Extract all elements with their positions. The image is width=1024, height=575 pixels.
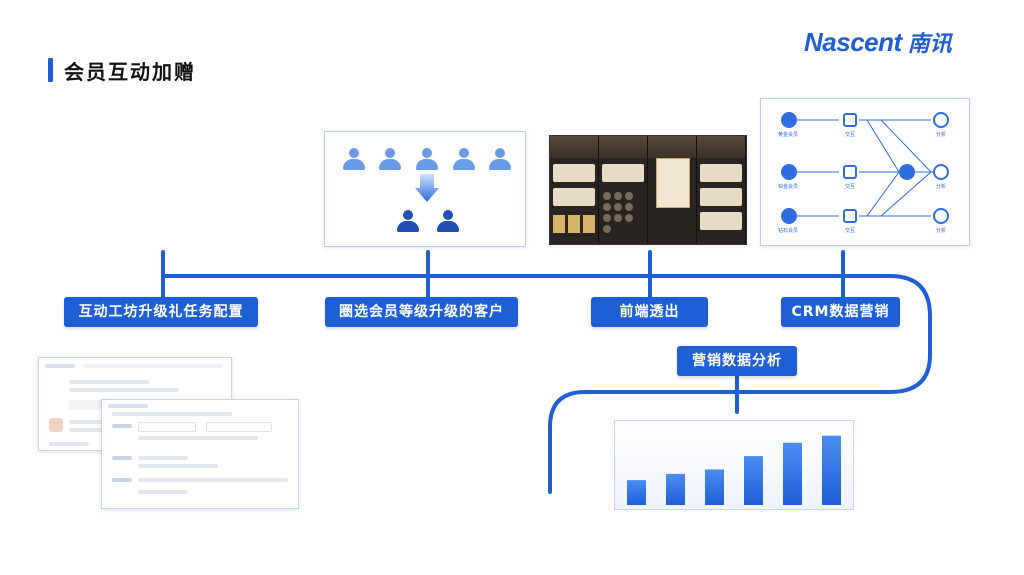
crm-result-label: 分析 <box>936 132 947 138</box>
bar-6 <box>822 435 841 505</box>
member-group-icon <box>781 112 797 128</box>
member-icon <box>487 148 513 170</box>
member-icon <box>377 148 403 170</box>
page-title: 会员互动加赠 <box>64 60 196 84</box>
crm-action-label: 交互 <box>845 132 856 138</box>
crm-member-label: 黄金会员 <box>778 132 799 138</box>
bar-4 <box>744 456 763 505</box>
bar-chart-svg <box>627 435 841 505</box>
crm-member-label: 钻石会员 <box>778 228 799 234</box>
bar-3 <box>705 469 724 505</box>
nascent-logo: Nascent 南讯 <box>804 26 952 57</box>
crm-diagram-panel: 黄金会员 铂金会员 钻石会员 交互 交互 交互 分析 分析 分析 <box>760 98 970 246</box>
logo-text-en: Nascent <box>804 27 902 57</box>
step-label-frontend: 前端透出 <box>591 297 708 327</box>
title-accent-bar <box>48 58 53 82</box>
interaction-icon <box>843 165 857 179</box>
hub-icon <box>899 164 915 180</box>
step-label-crm-marketing: CRM数据营销 <box>781 297 900 327</box>
interaction-icon <box>843 209 857 223</box>
step-label-select-members: 圈选会员等级升级的客户 <box>325 297 518 327</box>
selected-member-icon <box>435 210 461 232</box>
config-screenshot-front <box>101 399 299 509</box>
crm-action-label: 交互 <box>845 228 856 234</box>
analysis-icon <box>933 164 949 180</box>
analysis-icon <box>933 112 949 128</box>
frontend-screens-panel <box>549 135 747 245</box>
crm-result-label: 分析 <box>936 228 947 234</box>
analysis-icon <box>933 208 949 224</box>
bar-5 <box>783 442 802 505</box>
selected-member-icon <box>395 210 421 232</box>
bar-1 <box>627 480 646 505</box>
member-icon <box>414 148 440 170</box>
step-label-task-config: 互动工坊升级礼任务配置 <box>64 297 258 327</box>
step-label-marketing-analysis: 营销数据分析 <box>677 346 797 376</box>
crm-action-label: 交互 <box>845 184 856 190</box>
phone-screen <box>648 136 697 244</box>
crm-result-label: 分析 <box>936 184 947 190</box>
member-selection-panel <box>324 131 526 247</box>
logo-text-cn: 南讯 <box>907 32 952 57</box>
bar-2 <box>666 473 685 505</box>
member-group-icon <box>781 208 797 224</box>
main-flow-line <box>161 274 932 494</box>
phone-screen <box>550 136 599 244</box>
crm-member-label: 铂金会员 <box>778 184 799 190</box>
member-group-icon <box>781 164 797 180</box>
phone-screen <box>599 136 648 244</box>
member-icon <box>341 148 367 170</box>
crm-links <box>797 119 933 217</box>
member-icon <box>451 148 477 170</box>
interaction-icon <box>843 113 857 127</box>
arrow-down-icon <box>415 174 439 202</box>
marketing-analysis-chart <box>614 420 854 510</box>
phone-screen <box>697 136 746 244</box>
